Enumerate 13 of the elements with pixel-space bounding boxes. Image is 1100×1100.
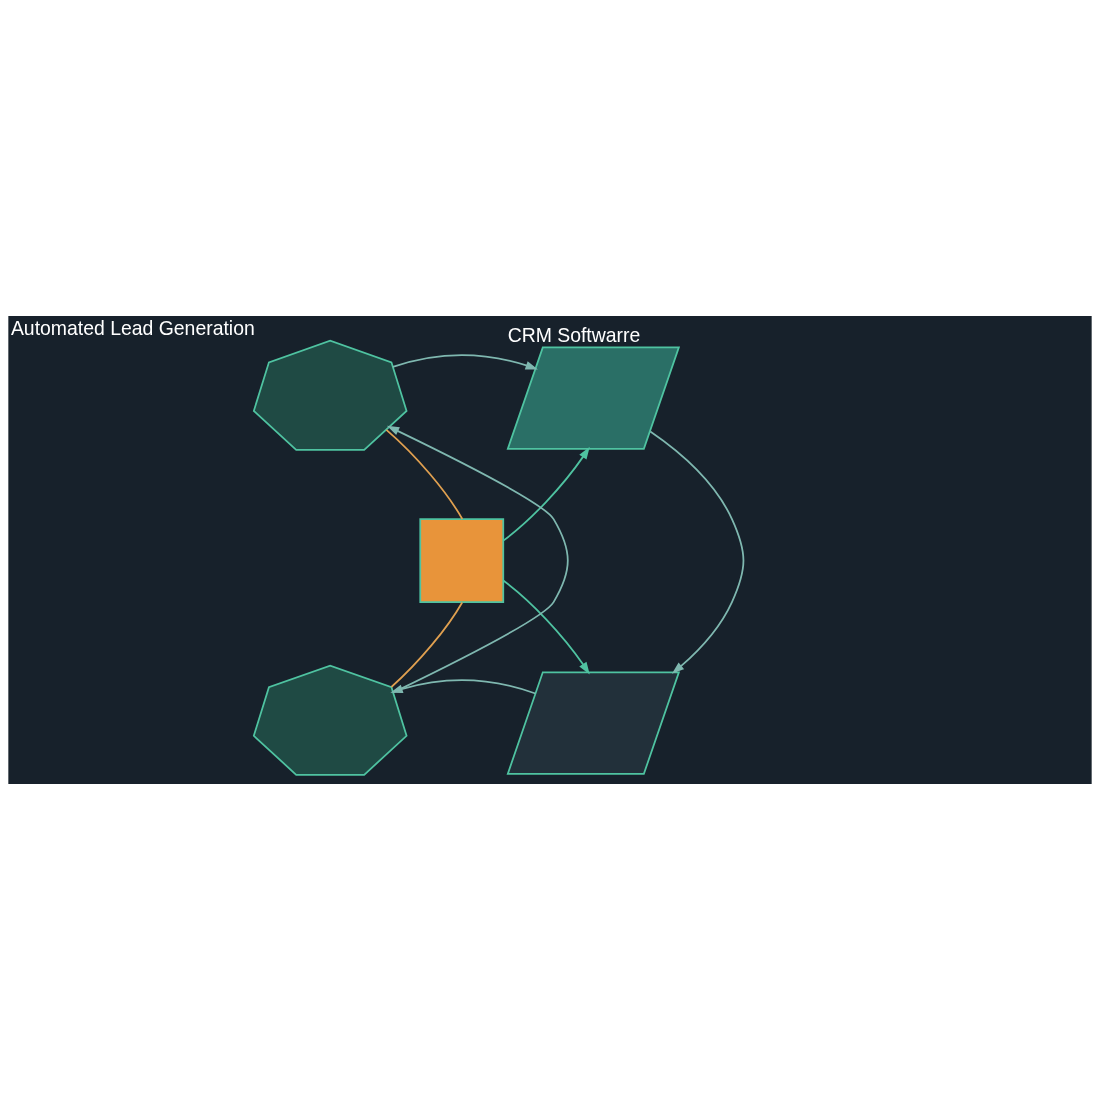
node-box (419, 518, 505, 603)
arrow (502, 446, 590, 542)
node-polygon (252, 664, 408, 776)
node-parallelogram (506, 671, 681, 775)
node-polygon (252, 339, 408, 451)
node-label: CRM Softwarre (507, 323, 641, 346)
arrow (649, 430, 745, 674)
node-parallelogram (506, 346, 681, 450)
arrow (502, 579, 590, 675)
node-label: Automated Lead Generation (10, 317, 255, 340)
arrow (392, 354, 538, 370)
connector (385, 428, 464, 520)
connector (390, 601, 464, 688)
